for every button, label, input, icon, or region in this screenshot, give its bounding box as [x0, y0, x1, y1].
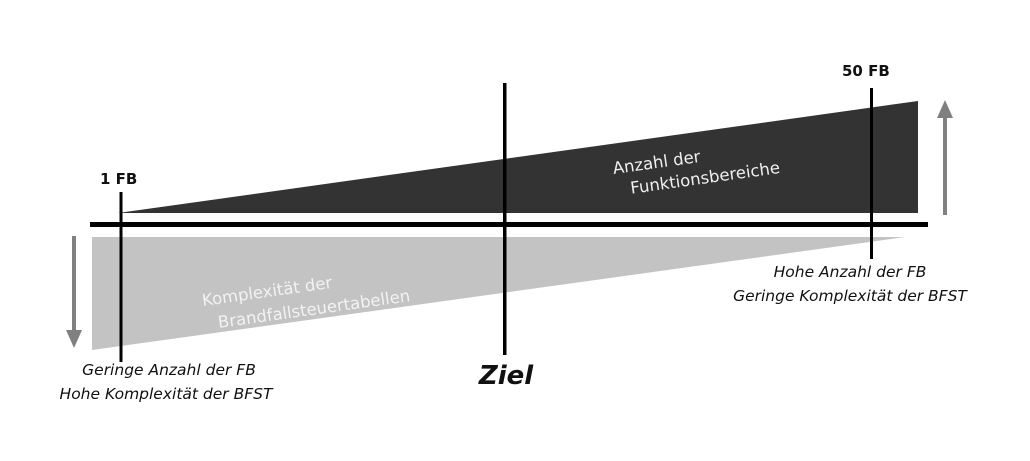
- right-marker-label: 50 FB: [842, 62, 890, 80]
- left-caption-line2: Hohe Komplexität der BFST: [60, 385, 274, 403]
- right-caption-line2: Geringe Komplexität der BFST: [733, 287, 968, 305]
- down-arrow-icon: [66, 236, 82, 348]
- horizontal-axis: [90, 222, 928, 227]
- left-caption-line1: Geringe Anzahl der FB: [82, 361, 256, 379]
- lower-wedge: [92, 237, 905, 350]
- center-marker-line: [503, 83, 507, 355]
- upper-wedge: [118, 101, 918, 213]
- right-caption-line1: Hohe Anzahl der FB: [774, 263, 927, 281]
- center-label: Ziel: [478, 361, 534, 391]
- up-arrow-icon: [937, 100, 953, 215]
- left-marker-line: [119, 192, 123, 362]
- right-marker-line: [870, 88, 873, 259]
- left-marker-label: 1 FB: [100, 170, 137, 188]
